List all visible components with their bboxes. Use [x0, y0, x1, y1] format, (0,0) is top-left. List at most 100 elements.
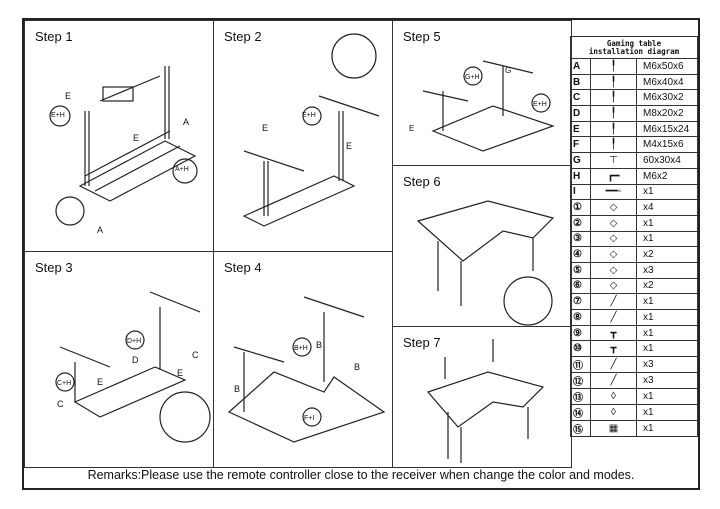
part-label: E	[570, 120, 591, 138]
part-label: I	[570, 183, 591, 201]
label-e: E	[177, 368, 183, 378]
part-label: ⑬	[570, 388, 591, 406]
part-icon: ◇	[590, 230, 637, 248]
table-row: D╿M8x20x2	[570, 105, 698, 122]
part-quantity: x1	[636, 420, 698, 438]
bolt-icon: ╿	[590, 105, 637, 122]
leg-icon: ┳	[590, 340, 637, 358]
part-label: ②	[570, 214, 591, 232]
bar-icon: ╱	[590, 356, 637, 374]
part-quantity: x1	[636, 340, 698, 358]
step-title: Step 5	[403, 29, 441, 44]
label-b: B	[354, 362, 360, 372]
table-row: ③◇x1	[570, 230, 698, 248]
table-header: Gaming table installation diagram	[570, 36, 698, 59]
table-row: ⑬◊x1	[570, 388, 698, 406]
part-label: ⑫	[570, 372, 591, 390]
bolt-icon: ╿	[590, 58, 637, 75]
plate-icon: ◊	[590, 404, 637, 422]
bar-icon: ╱	[590, 309, 637, 326]
part-quantity: x1	[636, 230, 698, 248]
part-quantity: x1	[636, 388, 698, 406]
table-row: ⑫╱x3	[570, 372, 698, 390]
label-d-h: D+H	[127, 338, 141, 345]
part-label: ⑭	[570, 404, 591, 422]
label-e: E	[133, 133, 139, 143]
instruction-sheet: Step 1 E E A A E+H	[22, 18, 700, 490]
part-label: G	[570, 152, 591, 169]
screwdriver-icon: ━━◦	[590, 183, 637, 201]
part-label: ⑦	[570, 293, 591, 310]
part-label: ⑩	[570, 340, 591, 358]
part-quantity: x2	[636, 277, 698, 295]
table-row: ⑤◇x3	[570, 261, 698, 279]
step-5-frame-diagram: G+H E+H G E	[409, 60, 555, 152]
hex-key-icon: ┏━	[590, 167, 637, 185]
part-label: B	[570, 73, 591, 91]
part-quantity: M6x2	[636, 167, 698, 185]
label-c-h: C+H	[57, 380, 71, 387]
step-title: Step 7	[403, 335, 441, 350]
step-title: Step 3	[35, 260, 73, 275]
bolt-icon: ╿	[590, 120, 637, 138]
table-row: ①◇x4	[570, 199, 698, 216]
part-quantity: x1	[636, 214, 698, 232]
part-quantity: x3	[636, 356, 698, 374]
table-row: B╿M6x40x4	[570, 73, 698, 91]
step-1-panel: Step 1 E E A A E+H	[24, 20, 214, 252]
part-label: ⑮	[570, 420, 591, 438]
step-title: Step 4	[224, 260, 262, 275]
table-row: F╿M4x15x6	[570, 136, 698, 154]
part-label: ①	[570, 199, 591, 216]
step-5-panel: Step 5 G+H E+H G E	[392, 20, 572, 166]
remarks-text: Remarks:Please use the remote controller…	[87, 468, 635, 482]
screw-icon: ⊤	[590, 152, 637, 169]
table-row: ⑧╱x1	[570, 309, 698, 326]
part-quantity: x1	[636, 183, 698, 201]
label-f-i: F+I	[304, 415, 314, 422]
part-quantity: 60x30x4	[636, 152, 698, 169]
part-quantity: x1	[636, 309, 698, 326]
part-quantity: M8x20x2	[636, 105, 698, 122]
table-row: ⑨┳x1	[570, 324, 698, 342]
step-2-panel: Step 2 E E E+H	[213, 20, 393, 252]
label-e-h: E+H	[51, 112, 65, 119]
label-a-h: A+H	[175, 166, 189, 173]
label-b: B	[316, 340, 322, 350]
part-quantity: M6x15x24	[636, 120, 698, 138]
part-quantity: x4	[636, 199, 698, 216]
part-label: A	[570, 58, 591, 75]
step-title: Step 6	[403, 174, 441, 189]
label-b: B	[234, 384, 240, 394]
leg-icon: ┳	[590, 324, 637, 342]
table-title-line2: installation diagram	[588, 46, 680, 56]
label-a: A	[97, 225, 103, 235]
part-quantity: x1	[636, 404, 698, 422]
label-c: C	[57, 399, 64, 409]
table-row: ⑪╱x3	[570, 356, 698, 374]
step-6-panel: Step 6	[392, 165, 572, 327]
part-quantity: x3	[636, 261, 698, 279]
step-4-desk-diagram: B+H F+I B B B	[227, 296, 386, 443]
part-label: ⑪	[570, 356, 591, 374]
step-4-panel: Step 4 B+H F+I B B B	[213, 251, 393, 468]
table-row: G⊤60x30x4	[570, 152, 698, 169]
label-e-h: E+H	[302, 112, 316, 119]
step-3-frame-diagram: D+H C+H D C C E E	[55, 291, 211, 443]
part-quantity: x1	[636, 324, 698, 342]
part-quantity: M4x15x6	[636, 136, 698, 154]
part-label: ③	[570, 230, 591, 248]
table-row: H┏━M6x2	[570, 167, 698, 185]
part-label: H	[570, 167, 591, 185]
parts-table: Gaming table installation diagram A╿M6x5…	[570, 36, 698, 438]
part-label: F	[570, 136, 591, 154]
part-quantity: x2	[636, 246, 698, 263]
table-row: ⑭◊x1	[570, 404, 698, 422]
part-quantity: x3	[636, 372, 698, 390]
table-row: E╿M6x15x24	[570, 120, 698, 138]
bolt-icon: ╿	[590, 136, 637, 154]
label-e: E	[97, 377, 103, 387]
step-2-frame-diagram: E E E+H	[242, 33, 380, 227]
part-icon: ◇	[590, 199, 637, 216]
